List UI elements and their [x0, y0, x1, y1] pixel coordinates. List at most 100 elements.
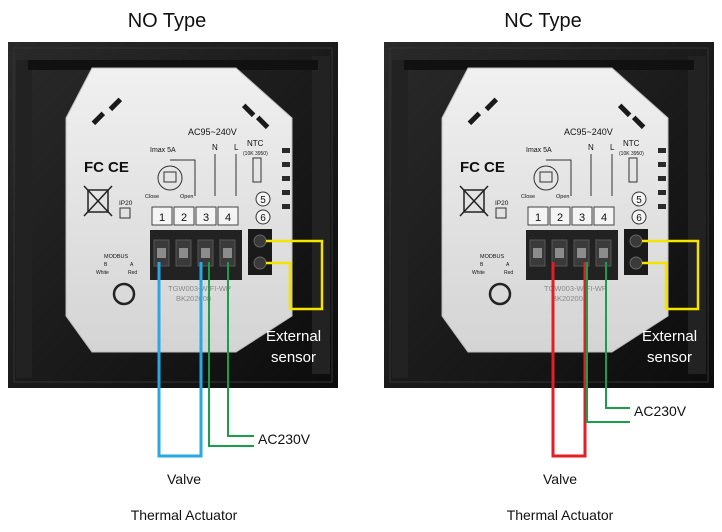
fcc-mark: FC	[460, 159, 480, 176]
vent-slot	[241, 103, 256, 118]
schematic-line	[546, 159, 572, 196]
modbus-a-label: A	[506, 262, 510, 268]
modbus-white-label: White	[472, 270, 485, 276]
panel-title: NO Type	[128, 10, 207, 32]
schematic-line	[170, 159, 196, 196]
ntc-symbol	[252, 157, 262, 183]
terminal-number: 3	[579, 212, 585, 224]
side-vent	[658, 190, 666, 195]
live-wire	[227, 262, 254, 437]
side-vent	[282, 190, 290, 195]
sensor-terminal-screw	[253, 256, 267, 270]
side-vent	[658, 162, 666, 167]
valve-label: Valve	[543, 471, 577, 487]
vent-slot	[91, 111, 106, 126]
ntc-terminal-number: 6	[636, 213, 642, 224]
modbus-b-label: B	[104, 262, 108, 268]
ac-supply-label: AC230V	[258, 431, 311, 447]
actuator-symbol-inner	[539, 171, 553, 183]
sensor-wire	[642, 261, 676, 311]
side-vent	[282, 204, 290, 209]
weee-bin-icon	[463, 189, 485, 213]
vent-slot	[631, 115, 646, 130]
ntc-terminal-number: 5	[636, 195, 642, 206]
neutral-wire	[208, 262, 254, 447]
weee-bin-icon	[87, 189, 109, 213]
neutral-wire	[586, 262, 630, 423]
external-sensor-label-2: sensor	[271, 349, 316, 366]
ip-symbol	[495, 207, 507, 219]
side-vent	[282, 162, 290, 167]
terminal-number-box	[217, 206, 239, 226]
terminal-number: 1	[535, 212, 541, 224]
terminal-number-box	[549, 206, 571, 226]
model-label: TGW003-WIFI-WP	[168, 284, 231, 293]
ip-symbol	[119, 207, 131, 219]
terminal-screw	[533, 248, 542, 258]
modbus-label: MODBUS	[104, 254, 128, 260]
close-label: Close	[521, 194, 535, 200]
sensor-wire	[642, 239, 700, 311]
modbus-a-label: A	[130, 262, 134, 268]
ntc-sub-label: (10K 3950)	[243, 151, 268, 157]
ntc-symbol	[628, 157, 638, 183]
ntc-terminal-circle	[631, 209, 647, 225]
thermal-actuator-label: Thermal Actuator	[131, 507, 238, 523]
modbus-b-label: B	[480, 262, 484, 268]
terminal-number-box	[527, 206, 549, 226]
ce-mark: CE	[108, 159, 129, 176]
sensor-wire	[266, 239, 324, 311]
terminal-screw	[555, 248, 564, 258]
frame-inner-edge	[389, 47, 709, 383]
terminal-number-box	[571, 206, 593, 226]
terminal-number-box	[593, 206, 615, 226]
vent-slot	[617, 103, 632, 118]
fcc-mark: FC	[84, 159, 104, 176]
modbus-red-label: Red	[128, 270, 137, 276]
terminal-number: 4	[601, 212, 607, 224]
sensor-terminal-screw	[629, 234, 643, 248]
side-vent	[658, 148, 666, 153]
terminal-number: 4	[225, 212, 231, 224]
thermal-actuator-label: Thermal Actuator	[507, 507, 614, 523]
frame-top-slot	[404, 60, 694, 70]
terminal-screw	[201, 248, 210, 258]
ac-supply-label: AC230V	[634, 403, 687, 419]
terminal-screw	[157, 248, 166, 258]
ce-mark: CE	[484, 159, 505, 176]
terminal-number: 1	[159, 212, 165, 224]
external-sensor-label-2: sensor	[647, 349, 692, 366]
batch-label: BK202008	[176, 294, 211, 303]
l-label: L	[234, 143, 239, 152]
ntc-terminal-number: 5	[260, 195, 266, 206]
imax-label: Imax 5A	[526, 147, 552, 154]
side-vent	[658, 204, 666, 209]
terminal-number-box	[173, 206, 195, 226]
vent-slot	[467, 111, 482, 126]
frame-inner-edge	[13, 47, 333, 383]
external-sensor-label: External	[642, 328, 697, 345]
live-wire	[605, 262, 630, 409]
frame-left-rail	[392, 60, 408, 378]
terminal-number: 2	[181, 212, 187, 224]
n-label: N	[588, 143, 594, 152]
ntc-terminal-number: 6	[260, 213, 266, 224]
imax-label: Imax 5A	[150, 147, 176, 154]
terminal-number: 3	[203, 212, 209, 224]
terminal-screw	[599, 248, 608, 258]
side-vent	[658, 176, 666, 181]
terminal-screw	[179, 248, 188, 258]
valve-wire	[551, 262, 587, 458]
side-vent	[282, 176, 290, 181]
modbus-white-label: White	[96, 270, 109, 276]
weee-cross-icon	[83, 185, 113, 217]
external-sensor-label: External	[266, 328, 321, 345]
sensor-terminal-screw	[629, 256, 643, 270]
terminal-number-box	[195, 206, 217, 226]
ntc-terminal-circle	[631, 191, 647, 207]
frame-left-rail	[16, 60, 32, 378]
open-label: Open	[180, 194, 193, 200]
